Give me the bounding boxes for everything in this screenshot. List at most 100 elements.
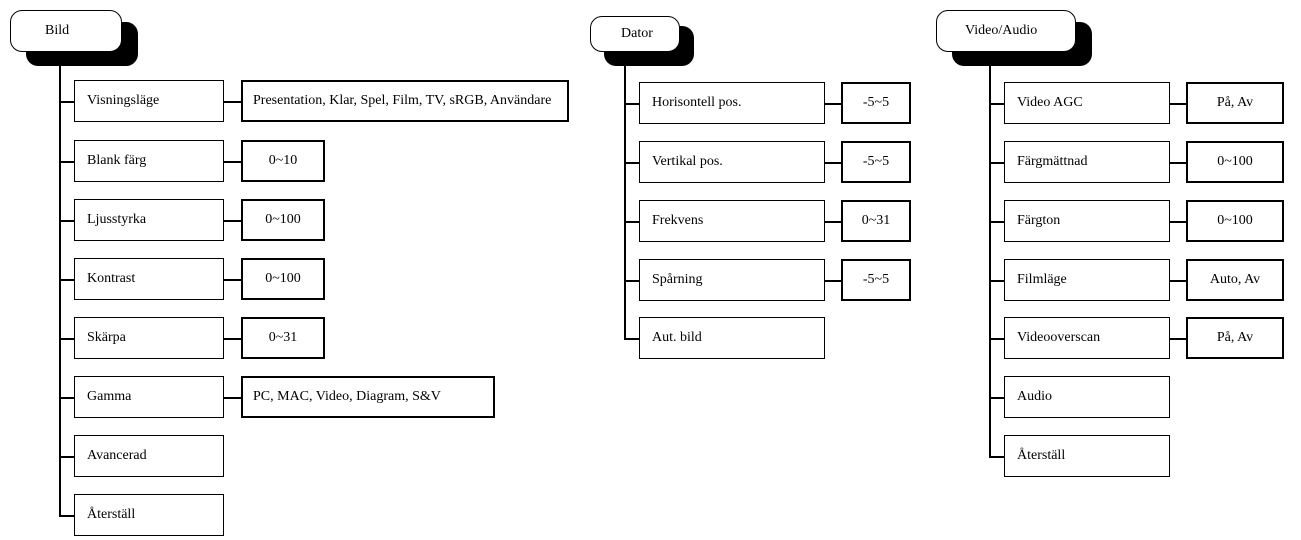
dator-connector: [624, 221, 640, 223]
menu-item-avancerad[interactable]: Avancerad: [74, 435, 224, 477]
video-audio-title: Video/Audio: [965, 23, 1038, 38]
menu-item-label: Frekvens: [652, 213, 704, 228]
value-label: 0~100: [1217, 213, 1253, 228]
bild-connector: [59, 397, 75, 399]
menu-item-horisontell-pos[interactable]: Horisontell pos.: [639, 82, 825, 124]
video-audio-connector: [989, 456, 1005, 458]
value-label: På, Av: [1216, 330, 1254, 345]
menu-item-aterstall-video[interactable]: Återställ: [1004, 435, 1170, 477]
value-box-ljusstyrka: 0~100: [241, 199, 325, 241]
value-box-horisontell-pos: -5~5: [841, 82, 911, 124]
menu-item-label: Vertikal pos.: [652, 154, 723, 169]
video-audio-connector: [989, 397, 1005, 399]
menu-item-label: Färgton: [1017, 213, 1061, 228]
bild-connector: [59, 220, 75, 222]
bild-header: Bild: [10, 10, 122, 52]
menu-item-label: Återställ: [1017, 448, 1066, 463]
value-label: -5~5: [862, 154, 890, 169]
menu-item-blank-farg[interactable]: Blank färg: [74, 140, 224, 182]
menu-item-label: Färgmättnad: [1017, 154, 1088, 169]
menu-item-label: Kontrast: [87, 271, 136, 286]
value-label: Auto, Av: [1209, 272, 1261, 287]
value-connector: [224, 220, 242, 222]
dator-connector: [624, 280, 640, 282]
value-box-blank-farg: 0~10: [241, 140, 325, 182]
menu-item-vertikal-pos[interactable]: Vertikal pos.: [639, 141, 825, 183]
video-audio-connector: [989, 280, 1005, 282]
value-box-videooverscan: På, Av: [1186, 317, 1284, 359]
value-connector: [224, 101, 242, 103]
bild-connector: [59, 279, 75, 281]
value-connector: [1170, 162, 1187, 164]
bild-connector: [59, 101, 75, 103]
menu-item-label: Horisontell pos.: [652, 95, 742, 110]
value-label: 0~100: [265, 271, 301, 286]
value-label: 0~100: [1217, 154, 1253, 169]
value-label: 0~31: [861, 213, 891, 228]
value-box-fargmattnad: 0~100: [1186, 141, 1284, 183]
value-connector: [224, 279, 242, 281]
video-audio-connector: [989, 221, 1005, 223]
menu-item-visningslage[interactable]: Visningsläge: [74, 80, 224, 122]
value-connector: [224, 161, 242, 163]
menu-item-sparning[interactable]: Spårning: [639, 259, 825, 301]
menu-item-label: Spårning: [652, 272, 703, 287]
menu-item-video-agc[interactable]: Video AGC: [1004, 82, 1170, 124]
menu-item-skarpa[interactable]: Skärpa: [74, 317, 224, 359]
value-box-filmlage: Auto, Av: [1186, 259, 1284, 301]
menu-item-label: Video AGC: [1017, 95, 1083, 110]
value-box-kontrast: 0~100: [241, 258, 325, 300]
menu-item-filmlage[interactable]: Filmläge: [1004, 259, 1170, 301]
video-audio-connector: [989, 103, 1005, 105]
value-connector: [224, 338, 242, 340]
value-connector: [825, 162, 842, 164]
value-connector: [825, 221, 842, 223]
dator-connector: [624, 338, 640, 340]
bild-connector: [59, 161, 75, 163]
value-label: 0~31: [268, 330, 298, 345]
value-box-visningslage: Presentation, Klar, Spel, Film, TV, sRGB…: [241, 80, 569, 122]
value-connector: [1170, 221, 1187, 223]
menu-item-label: Avancerad: [87, 448, 147, 463]
dator-title: Dator: [621, 26, 653, 41]
value-connector: [1170, 338, 1187, 340]
value-label: Presentation, Klar, Spel, Film, TV, sRGB…: [253, 93, 552, 108]
bild-connector: [59, 338, 75, 340]
menu-item-label: Aut. bild: [652, 330, 702, 345]
value-label: 0~100: [265, 212, 301, 227]
value-connector: [1170, 103, 1187, 105]
value-box-video-agc: På, Av: [1186, 82, 1284, 124]
menu-item-aterstall[interactable]: Återställ: [74, 494, 224, 536]
menu-item-fargton[interactable]: Färgton: [1004, 200, 1170, 242]
value-connector: [825, 103, 842, 105]
menu-item-fargmattnad[interactable]: Färgmättnad: [1004, 141, 1170, 183]
bild-title: Bild: [45, 23, 70, 38]
dator-header: Dator: [590, 16, 680, 52]
dator-connector: [624, 103, 640, 105]
value-label: 0~10: [268, 153, 298, 168]
value-box-sparning: -5~5: [841, 259, 911, 301]
menu-item-videooverscan[interactable]: Videooverscan: [1004, 317, 1170, 359]
menu-item-ljusstyrka[interactable]: Ljusstyrka: [74, 199, 224, 241]
value-label: På, Av: [1216, 95, 1254, 110]
menu-item-label: Gamma: [87, 389, 132, 404]
menu-item-gamma[interactable]: Gamma: [74, 376, 224, 418]
value-label: -5~5: [862, 272, 890, 287]
video-audio-trunk-line: [989, 66, 991, 456]
dator-connector: [624, 162, 640, 164]
menu-item-aut-bild[interactable]: Aut. bild: [639, 317, 825, 359]
bild-trunk-line: [59, 66, 61, 516]
menu-item-label: Filmläge: [1017, 272, 1067, 287]
value-box-frekvens: 0~31: [841, 200, 911, 242]
menu-item-kontrast[interactable]: Kontrast: [74, 258, 224, 300]
menu-item-label: Blank färg: [87, 153, 147, 168]
menu-item-label: Skärpa: [87, 330, 126, 345]
value-box-vertikal-pos: -5~5: [841, 141, 911, 183]
bild-connector: [59, 515, 75, 517]
video-audio-header: Video/Audio: [936, 10, 1076, 52]
menu-item-label: Videooverscan: [1017, 330, 1101, 345]
value-box-skarpa: 0~31: [241, 317, 325, 359]
value-box-gamma: PC, MAC, Video, Diagram, S&V: [241, 376, 495, 418]
menu-item-audio[interactable]: Audio: [1004, 376, 1170, 418]
menu-item-frekvens[interactable]: Frekvens: [639, 200, 825, 242]
